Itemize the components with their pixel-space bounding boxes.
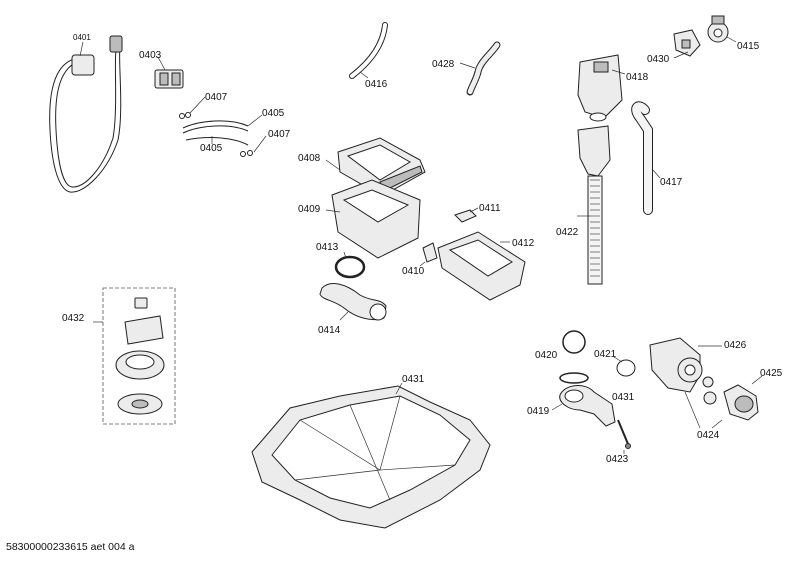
screw-0423 xyxy=(617,419,631,454)
label-0430: 0430 xyxy=(647,54,670,65)
label-0415: 0415 xyxy=(737,41,760,52)
pump-0426 xyxy=(649,337,722,393)
label-0423: 0423 xyxy=(606,454,629,465)
clip-0411 xyxy=(454,207,479,223)
part-labels: 0401 0403 0407 0405 0405 0407 0416 0428 … xyxy=(62,33,783,465)
label-0407-bottom: 0407 xyxy=(268,129,291,140)
hose-0416 xyxy=(349,22,388,79)
chamber-0418 xyxy=(577,54,626,122)
label-0428: 0428 xyxy=(432,59,455,70)
label-0409: 0409 xyxy=(298,204,321,215)
label-0412: 0412 xyxy=(512,238,535,249)
sensor-0415 xyxy=(707,15,737,43)
clamp-0421 xyxy=(613,356,636,377)
label-0403: 0403 xyxy=(139,50,162,61)
inlet-hose-0401 xyxy=(49,35,123,193)
tray-0412 xyxy=(437,231,526,301)
pump-parts-0424 xyxy=(684,376,723,429)
label-0421: 0421 xyxy=(594,349,617,360)
label-0410: 0410 xyxy=(402,266,425,277)
label-0417: 0417 xyxy=(660,177,683,188)
label-0422: 0422 xyxy=(556,227,579,238)
bellows-0414 xyxy=(319,283,387,321)
base-plate-0431 xyxy=(251,382,491,529)
label-0432: 0432 xyxy=(62,313,85,324)
label-0416: 0416 xyxy=(365,79,388,90)
label-0426: 0426 xyxy=(724,340,747,351)
clamps-0407 xyxy=(179,96,267,157)
label-0431-base: 0431 xyxy=(402,374,425,385)
label-0401: 0401 xyxy=(73,33,91,42)
label-0407-top: 0407 xyxy=(205,92,228,103)
label-0405-right: 0405 xyxy=(262,108,285,119)
hose-0428 xyxy=(459,41,501,96)
label-0405-bottom: 0405 xyxy=(200,143,223,154)
label-0408: 0408 xyxy=(298,153,321,164)
hose-0417 xyxy=(631,101,661,215)
label-0425: 0425 xyxy=(760,368,783,379)
label-0419: 0419 xyxy=(527,406,550,417)
label-0431-right: 0431 xyxy=(612,392,635,403)
drawer-housing-0409 xyxy=(325,179,421,259)
label-0414: 0414 xyxy=(318,325,341,336)
label-0420: 0420 xyxy=(535,350,558,361)
drawing-reference: 58300000233615 aet 004 a xyxy=(6,541,135,553)
label-0418: 0418 xyxy=(626,72,649,83)
pump-group-0432 xyxy=(93,287,176,425)
drawer-lid-0408 xyxy=(325,137,426,197)
seal-ring-0413 xyxy=(334,251,366,279)
label-0413: 0413 xyxy=(316,242,339,253)
sensor-0430 xyxy=(673,29,701,59)
ring-0420 xyxy=(562,330,586,354)
filter-0425 xyxy=(723,375,763,421)
hoses-0405 xyxy=(182,114,263,146)
drain-hose-0422 xyxy=(577,125,611,285)
pump-housing-0419 xyxy=(551,372,616,427)
clip-0410 xyxy=(419,242,438,267)
valve-0403 xyxy=(154,56,184,89)
label-0424: 0424 xyxy=(697,430,720,441)
label-0411: 0411 xyxy=(479,203,501,214)
